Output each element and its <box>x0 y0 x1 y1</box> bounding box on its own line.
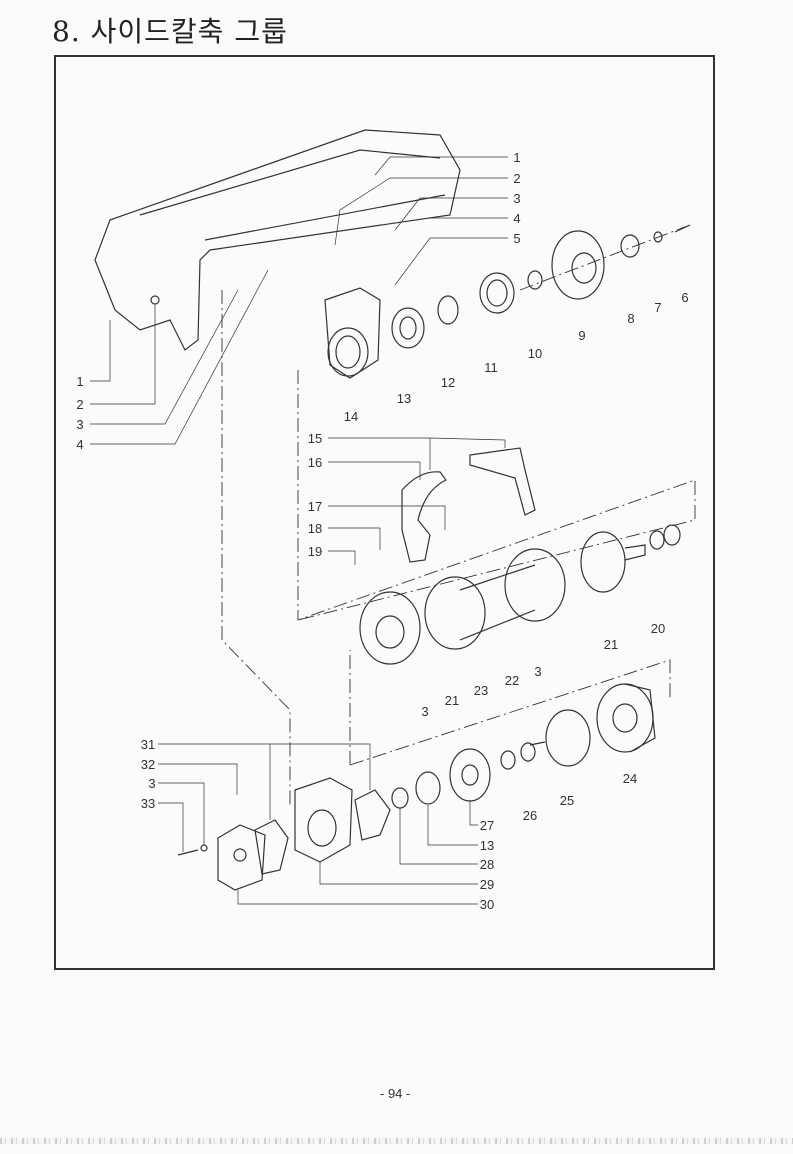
shaft-23 <box>359 548 566 665</box>
part-number-label: 24 <box>623 771 637 786</box>
part-number-label: 7 <box>654 300 661 315</box>
nut-7 <box>653 231 663 243</box>
part-number-label: 2 <box>513 171 520 186</box>
part-number-label: 16 <box>308 455 322 470</box>
part-number-label: 3 <box>148 776 155 791</box>
bearing-housing <box>324 287 381 379</box>
bearing-13 <box>391 307 425 349</box>
part-number-label: 21 <box>445 693 459 708</box>
part-number-label: 18 <box>308 521 322 536</box>
seal-11 <box>479 272 515 314</box>
part-number-label: 9 <box>578 328 585 343</box>
part-number-label: 13 <box>480 838 494 853</box>
part-number-label: 19 <box>308 544 322 559</box>
cover-30 <box>217 824 266 891</box>
part-number-label: 30 <box>480 897 494 912</box>
flange-9 <box>551 230 605 300</box>
gasket-31b <box>254 819 289 875</box>
side-cover-housing <box>94 129 461 351</box>
part-number-label: 32 <box>141 757 155 772</box>
part-number-label: 21 <box>604 637 618 652</box>
part-number-label: 4 <box>76 437 83 452</box>
seal-28 <box>391 787 409 809</box>
ring-10 <box>527 270 543 290</box>
part-number-label: 20 <box>651 621 665 636</box>
part-number-label: 14 <box>344 409 358 424</box>
part-number-label: 10 <box>528 346 542 361</box>
part-number-label: 31 <box>141 737 155 752</box>
part-number-label: 6 <box>681 290 688 305</box>
drum-24 <box>596 683 656 753</box>
part-number-label: 29 <box>480 877 494 892</box>
washer-3 <box>200 844 208 852</box>
part-number-label: 23 <box>474 683 488 698</box>
part-number-label: 4 <box>513 211 520 226</box>
page-number: - 94 - <box>380 1086 411 1101</box>
part-number-label: 26 <box>523 808 537 823</box>
part-number-label: 3 <box>534 664 541 679</box>
blades <box>401 447 536 563</box>
snap-ring-12 <box>437 295 459 325</box>
part-number-label: 5 <box>513 231 520 246</box>
bolt-33 <box>177 849 199 856</box>
housing-29 <box>294 777 353 863</box>
gasket-31 <box>354 789 391 841</box>
part-number-label: 15 <box>308 431 322 446</box>
rings-26 <box>500 742 536 770</box>
bearing-13b <box>415 771 441 805</box>
part-number-label: 28 <box>480 857 494 872</box>
flange-21 <box>580 531 646 593</box>
part-number-label: 13 <box>397 391 411 406</box>
part-number-label: 1 <box>513 150 520 165</box>
part-number-label: 8 <box>627 311 634 326</box>
scan-artifact-strip <box>0 1138 793 1144</box>
part-number-label: 3 <box>421 704 428 719</box>
part-number-label: 17 <box>308 499 322 514</box>
part-number-label: 12 <box>441 375 455 390</box>
washer-8 <box>620 234 640 258</box>
flange-27 <box>449 748 491 802</box>
part-number-label: 3 <box>76 417 83 432</box>
part-number-label: 11 <box>484 360 498 375</box>
leader-lines <box>90 156 508 905</box>
hub-25 <box>529 709 591 767</box>
part-number-label: 1 <box>76 374 83 389</box>
part-number-label: 33 <box>141 796 155 811</box>
diagram-frame <box>54 55 715 970</box>
part-number-label: 27 <box>480 818 494 833</box>
part-number-label: 22 <box>505 673 519 688</box>
part-number-label: 25 <box>560 793 574 808</box>
assembly-center-lines <box>221 224 696 805</box>
page-title: 8. 사이드칼축 그룹 <box>52 15 288 48</box>
part-number-label: 3 <box>513 191 520 206</box>
part-number-label: 2 <box>76 397 83 412</box>
rings-20 <box>649 524 681 550</box>
